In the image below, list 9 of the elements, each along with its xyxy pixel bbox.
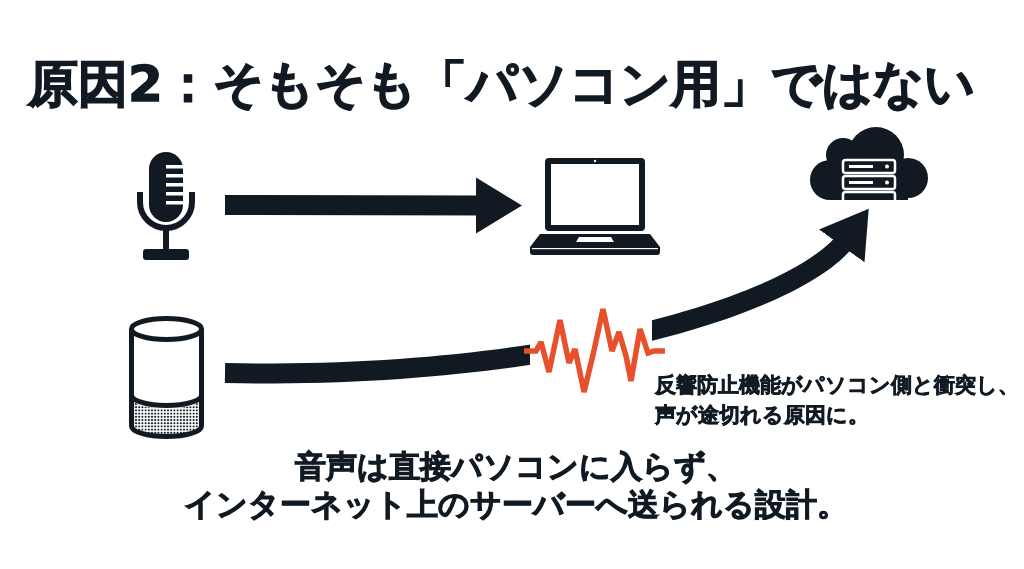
title: 原因2：そもそも「パソコン用」ではない — [28, 54, 975, 114]
summary-text: 音声は直接パソコンに入らず、インターネット上のサーバーへ送られる設計。 — [184, 447, 848, 523]
microphone-icon — [135, 152, 197, 260]
note-text: 反響防止機能がパソコン側と衝突し、声が途切れる原因に。 — [655, 372, 1019, 429]
speaker-icon — [128, 316, 205, 440]
arrow — [224, 177, 522, 234]
laptop-icon — [530, 158, 660, 255]
arrow — [224, 208, 869, 384]
cloud-server-icon — [810, 127, 928, 200]
